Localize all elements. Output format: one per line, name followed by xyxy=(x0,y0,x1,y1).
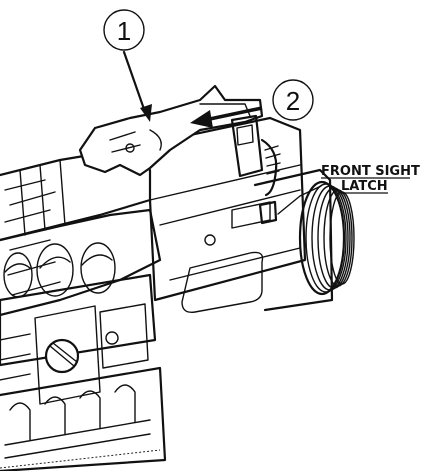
callout-2-arrowhead-icon xyxy=(190,110,213,128)
callout-2-circle xyxy=(272,79,314,121)
callout-1-circle xyxy=(103,9,145,51)
callout-1-arrowhead-icon xyxy=(140,104,152,122)
callout-2-arrow-shaft xyxy=(204,106,263,122)
handguard-rail xyxy=(0,148,162,317)
callout-1-number: 1 xyxy=(117,16,131,46)
callout-2-number: 2 xyxy=(286,86,300,116)
rail-block xyxy=(0,273,157,405)
carrying-handle xyxy=(78,84,281,197)
label-line-2: LATCH xyxy=(341,179,388,194)
front-sight-latch-label: FRONT SIGHT LATCH xyxy=(277,164,420,215)
label-line-1: FRONT SIGHT xyxy=(321,164,420,179)
label-leader-line xyxy=(277,185,322,215)
bottom-rail-slots xyxy=(0,366,167,471)
front-sight-latch xyxy=(231,201,271,229)
callout-1: 1 xyxy=(103,9,152,122)
barrel-section xyxy=(231,168,355,312)
callout-1-arrow-shaft xyxy=(122,50,147,114)
callout-2: 2 xyxy=(190,79,314,128)
